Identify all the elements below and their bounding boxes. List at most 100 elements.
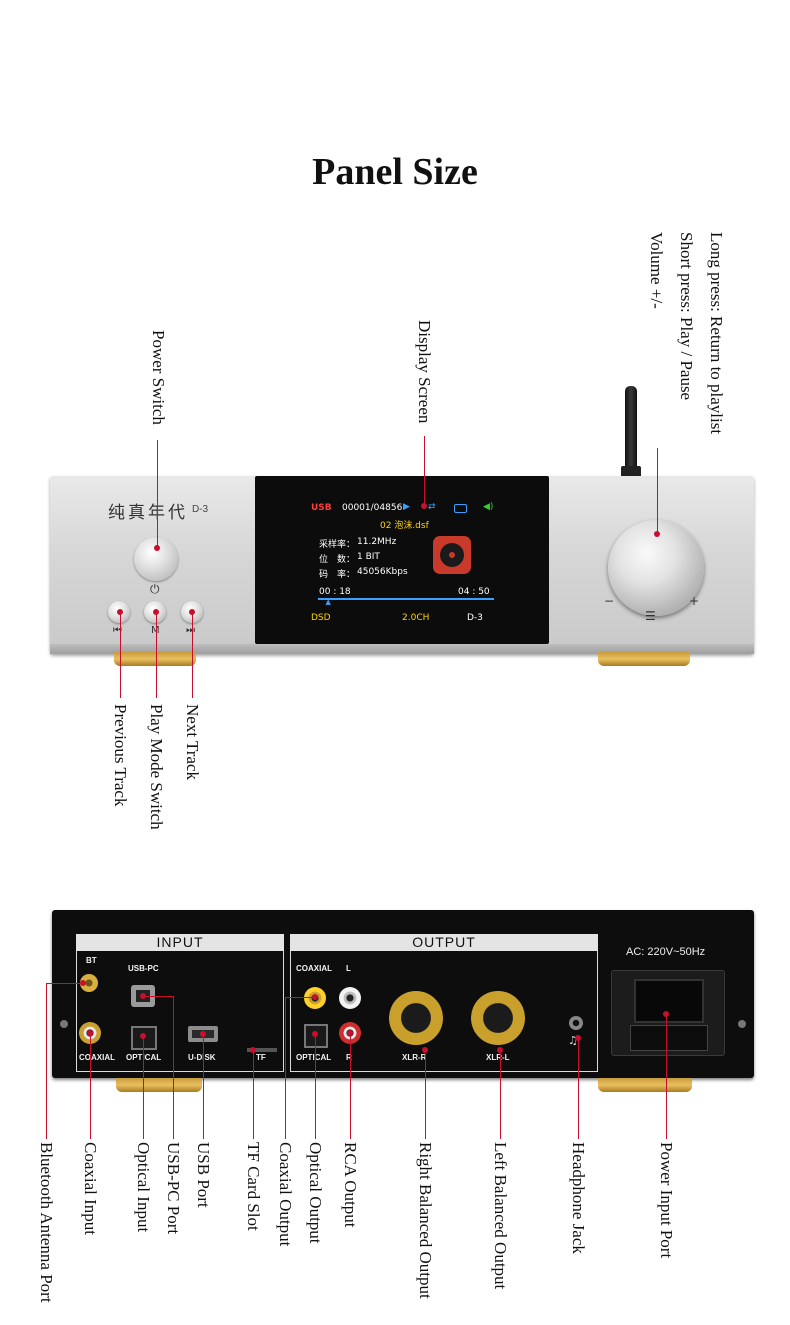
callout-line-power [157,440,158,548]
udisk-label: U-DISK [188,1053,216,1062]
callout-usb-pc-port: USB-PC Port [164,1142,183,1235]
callout-optical-input: Optical Input [134,1142,153,1233]
callout-dot-knob [654,531,660,537]
bt-label: BT [86,956,97,965]
tf-card-slot[interactable] [247,1048,277,1052]
callout-line-next [192,612,193,698]
rca-output-left-jack[interactable] [339,987,361,1009]
callout-line-play-mode [156,612,157,698]
callout-line-previous [120,612,121,698]
power-icon: ⏻ [150,582,160,596]
display-source: USB [311,503,332,513]
tf-label: TF [256,1053,266,1062]
callout-hline-coaxial-out [285,997,315,998]
callout-dot-power [154,545,160,551]
display-model: D-3 [467,613,483,623]
callout-hline-usb-pc [143,996,173,997]
callout-hline-bt [46,983,82,984]
usb-pc-label: USB-PC [128,964,159,973]
callout-tf-card-slot: TF Card Slot [244,1142,263,1231]
callout-dot-power-inlet [663,1011,669,1017]
xlr-l-label: XLR-L [486,1053,510,1062]
callout-next-track: Next Track [183,704,202,781]
callout-dot-usb-pc [140,993,146,999]
callout-coaxial-input: Coaxial Input [81,1142,100,1236]
callout-knob-volume: Volume +/- [647,232,666,309]
bluetooth-antenna [625,386,637,478]
callout-power-input-port: Power Input Port [657,1142,676,1259]
sample-rate-label: 采样率： [319,540,356,550]
page-title: Panel Size [312,151,478,193]
callout-display-screen: Display Screen [415,320,434,424]
callout-left-balanced-output: Left Balanced Output [491,1142,510,1290]
callout-dot-next [189,609,195,615]
repeat-mode-icon: ⇄ [428,502,436,512]
headphone-icon: ♫ [568,1034,578,1047]
album-art-icon [433,536,471,574]
volume-down-mark: − [604,594,615,608]
callout-line-usb [203,1034,204,1139]
callout-dot-headphone [575,1035,581,1041]
callout-optical-output: Optical Output [306,1142,325,1244]
volume-icon: ◀) [483,502,494,512]
callout-dot-coaxial-out [312,994,318,1000]
callout-dot-xlr-l [497,1047,503,1053]
callout-dot-previous [117,609,123,615]
display-format: DSD [311,613,331,623]
coaxial-in-label: COAXIAL [79,1053,115,1062]
callout-line-xlr-l [500,1050,501,1139]
callout-line-coaxial-in [90,1033,91,1139]
callout-headphone-jack: Headphone Jack [569,1142,588,1254]
callout-dot-usb [200,1031,206,1037]
xlr-left-connector[interactable] [471,991,525,1045]
callout-previous-track: Previous Track [111,704,130,807]
optical-out-label: OPTICAL [296,1053,332,1062]
headphone-jack[interactable] [569,1016,583,1030]
callout-line-headphone [578,1038,579,1139]
front-foot-left [114,652,196,666]
callout-line-optical-out [315,1034,316,1139]
bits-label: 位 数： [319,555,356,565]
callout-bluetooth-antenna-port: Bluetooth Antenna Port [37,1142,56,1303]
rear-screw-left [60,1020,68,1028]
power-button[interactable] [134,537,178,581]
battery-icon [454,504,467,513]
callout-line-usb-pc [173,996,174,1139]
display-track-counter: 00001/04856 [342,503,403,513]
bt-antenna-connector[interactable] [80,974,98,992]
callout-line-bt [46,983,47,1139]
rear-screw-right [738,1020,746,1028]
volume-up-mark: + [689,594,700,608]
front-foot-right [598,652,690,666]
rear-foot-left [116,1078,202,1092]
rear-foot-right [598,1078,692,1092]
r-label: R [346,1053,352,1062]
power-spec: AC: 220V~50Hz [626,946,706,958]
callout-play-mode-switch: Play Mode Switch [147,704,166,830]
callout-coaxial-output: Coaxial Output [276,1142,295,1247]
menu-icon: ☰ [645,609,656,623]
display-channels: 2.0CH [402,613,430,623]
xlr-r-label: XLR-R [402,1053,427,1062]
callout-line-coaxial-out [285,997,286,1139]
xlr-right-connector[interactable] [389,991,443,1045]
progress-bar[interactable] [318,598,494,600]
callout-line-display [424,436,425,506]
callout-dot-bt [80,980,86,986]
callout-line-xlr-r [425,1050,426,1139]
callout-power-switch: Power Switch [149,330,168,425]
callout-dot-optical-out [312,1031,318,1037]
l-label: L [346,964,351,973]
bitrate-label: 码 率： [319,570,356,580]
display-screen [255,476,549,644]
model-badge: D-3 [192,504,209,515]
next-track-icon: ⏭ [186,625,195,636]
antenna-base [621,466,641,478]
callout-knob-long-press: Long press: Return to playlist [707,232,726,435]
brand-logo: 纯真年代 [108,503,188,523]
elapsed-time: 00 : 18 [319,587,351,597]
callout-knob-short-press: Short press: Play / Pause [677,232,696,401]
bitrate-value: 45056Kbps [357,567,408,577]
callout-line-optical-in [143,1036,144,1139]
callout-line-knob [657,448,658,534]
